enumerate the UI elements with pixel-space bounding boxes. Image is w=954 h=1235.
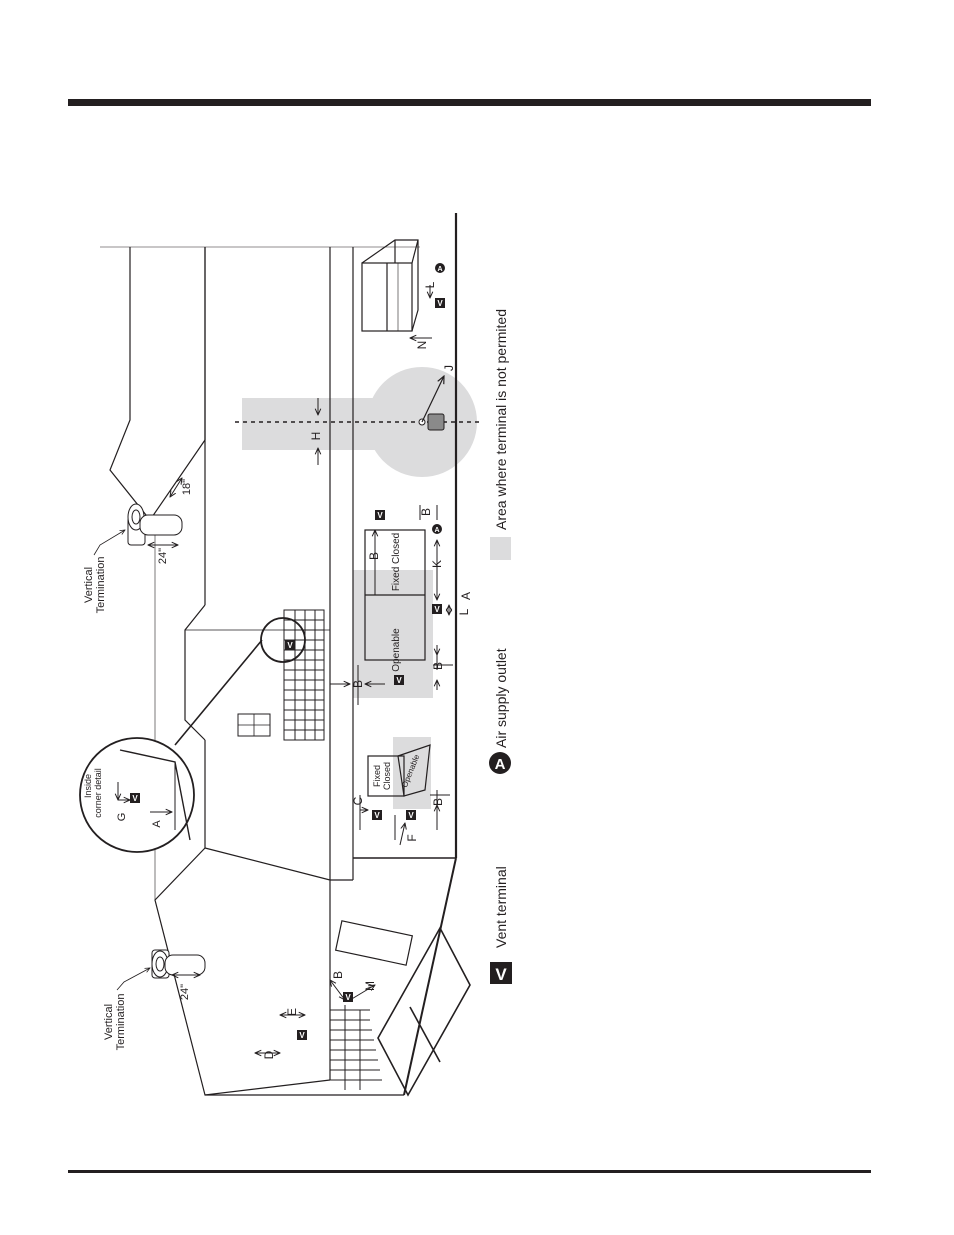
inside-corner-detail <box>79 617 306 853</box>
vertical-termination-bottom <box>151 949 206 979</box>
label-fixed: Fixed <box>372 765 382 787</box>
dim-letter-A-detail: A <box>151 820 163 828</box>
label-fixed-closed: Fixed Closed <box>391 533 402 591</box>
dimension-letter-C: C <box>351 796 365 805</box>
label-openable-1: Openable <box>391 628 402 672</box>
dimension-marks <box>255 285 453 1053</box>
dimension-letter-B: B <box>331 971 345 979</box>
dimension-letter-A: A <box>459 592 473 600</box>
restricted-zone-window <box>353 570 433 698</box>
dimension-letter-B: B <box>431 662 445 670</box>
legend-vent-terminal-text: Vent terminal <box>493 866 509 948</box>
dimension-letter-J: J <box>442 365 456 371</box>
dimension-letters: B B K L A B B C B F H J N L D E B M <box>262 281 473 1059</box>
legend-vent-terminal: V Vent terminal <box>490 866 512 984</box>
house-outline <box>100 213 458 1096</box>
legend-restricted-area: Area where terminal is not permited <box>490 309 511 560</box>
dimension-letter-B: B <box>431 798 445 806</box>
garage-doors <box>377 926 471 1097</box>
window-small <box>367 744 431 797</box>
vent-terminal-icon: V <box>495 965 507 984</box>
vertical-termination-label-top-2: Termination <box>95 557 107 614</box>
vertical-termination-label-top-1: Vertical <box>83 567 95 603</box>
dimension-letter-H: H <box>309 432 323 441</box>
legend-air-supply-text: Air supply outlet <box>493 648 509 748</box>
window-box-right <box>361 239 419 332</box>
dim-24-top: 24" <box>157 548 169 564</box>
legend-restricted-area-text: Area where terminal is not permited <box>493 309 509 530</box>
legend-air-supply: A Air supply outlet <box>489 648 511 774</box>
dimension-letter-L: L <box>423 281 437 288</box>
footer-rule <box>68 1170 871 1173</box>
label-closed: Closed <box>382 762 392 790</box>
inside-corner-label-2: corner detail <box>93 768 103 818</box>
dimension-letter-F: F <box>405 834 419 841</box>
legend: V Vent terminal A Air supply outlet Area… <box>489 309 512 984</box>
dimension-letter-K: K <box>430 560 444 568</box>
dimension-letter-M: M <box>363 981 377 991</box>
dimension-letter-B: B <box>351 680 365 688</box>
dimension-letter-B: B <box>367 552 381 560</box>
dimension-letter-E: E <box>285 1008 299 1016</box>
restricted-zone-vertical <box>242 398 377 450</box>
dimension-letter-N: N <box>415 341 429 350</box>
dim-18: 18" <box>181 479 193 495</box>
dimension-letter-B: B <box>419 508 433 516</box>
gas-meter <box>418 376 444 431</box>
vertical-termination-label-bottom-1: Vertical <box>103 1004 115 1040</box>
air-supply-icon: A <box>495 756 506 773</box>
vertical-termination-label-bottom-2: Termination <box>115 994 127 1051</box>
inside-corner-label-1: Inside <box>83 774 93 798</box>
dimension-letter-D: D <box>262 1050 276 1059</box>
dimension-letter-L: L <box>457 608 471 615</box>
deck-railing <box>283 609 325 741</box>
restricted-areas <box>242 367 477 809</box>
dim-letter-G: G <box>116 813 128 822</box>
restricted-zone-openable <box>393 737 431 809</box>
vertical-termination-top <box>127 503 183 546</box>
header-rule <box>68 99 871 106</box>
dim-24-bottom: 24" <box>179 984 191 1000</box>
fence <box>330 1005 382 1090</box>
